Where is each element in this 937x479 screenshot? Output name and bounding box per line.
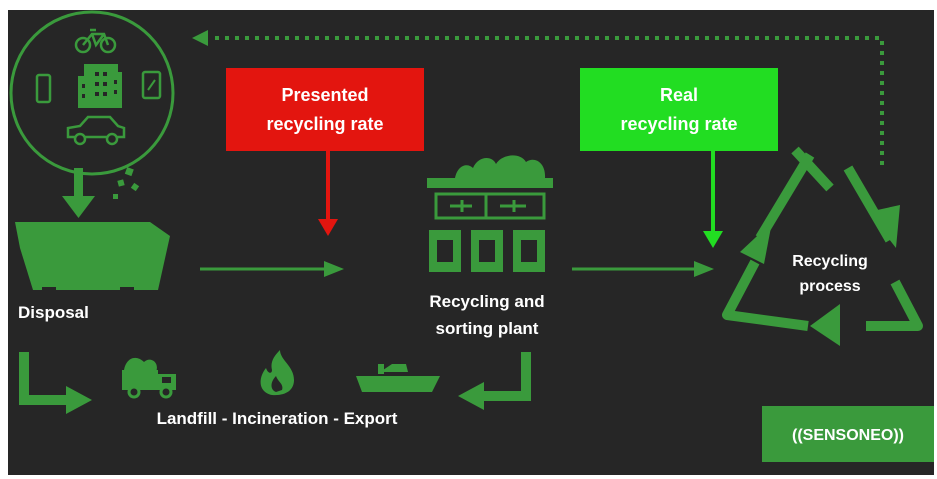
disposal-label: Disposal (18, 303, 89, 322)
presented-rate-line2: recycling rate (266, 114, 383, 134)
process-label-line2: process (799, 278, 860, 295)
brand-text: ((SENSONEO)) (792, 427, 904, 444)
plant-label-line2: sorting plant (436, 319, 539, 338)
real-rate-line2: recycling rate (620, 114, 737, 134)
presented-rate-arrow (318, 151, 338, 236)
disposal-to-landfill-arrow (19, 352, 92, 414)
garbage-truck-icon (122, 357, 176, 399)
fire-icon (260, 350, 294, 396)
tablet-icon (141, 70, 162, 100)
recycling-plant-icon (427, 155, 553, 272)
landfill-label: Landfill - Incineration - Export (157, 409, 398, 428)
phone-icon (35, 73, 52, 104)
real-rate-line1: Real (660, 85, 698, 105)
sensoneo-logo: ((SENSONEO)) (762, 406, 934, 462)
building-icon (78, 64, 122, 108)
bicycle-icon (74, 28, 117, 54)
recycling-triangle-arrowheads (740, 205, 900, 346)
disposal-to-plant-arrow (200, 261, 344, 277)
presented-rate-box: Presented recycling rate (226, 68, 424, 151)
plant-to-process-arrow (572, 261, 714, 277)
process-label-line1: Recycling (792, 253, 868, 270)
presented-rate-line1: Presented (281, 85, 368, 105)
ship-icon (356, 364, 440, 392)
falling-waste-pieces (113, 167, 140, 199)
car-icon (66, 115, 126, 146)
real-rate-arrow (703, 151, 723, 248)
recycling-triangle-icon (722, 146, 923, 331)
plant-to-landfill-arrow (458, 352, 531, 410)
consumer-goods-circle (9, 10, 175, 176)
disposal-down-arrow (62, 168, 95, 218)
real-rate-box: Real recycling rate (580, 68, 778, 151)
return-dotted-arrow (192, 30, 884, 165)
dumpster-icon (15, 222, 170, 293)
plant-label-line1: Recycling and (429, 292, 544, 311)
